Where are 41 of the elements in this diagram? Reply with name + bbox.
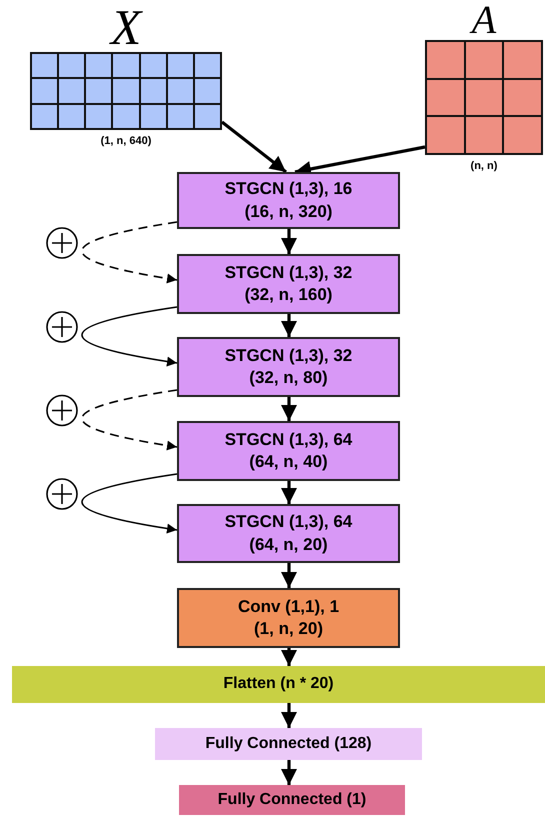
shape-label: (n, n) xyxy=(470,160,498,172)
layer-band xyxy=(155,728,422,760)
matrix-symbol: A xyxy=(472,4,496,40)
layer-band xyxy=(179,785,405,815)
layer-label: STGCN (1,3), 32 xyxy=(224,262,352,284)
layer-band xyxy=(12,666,545,703)
arrow xyxy=(82,221,178,284)
arrow xyxy=(221,120,287,174)
layer-label: Conv (1,1), 1 xyxy=(238,596,340,618)
layer-label: (32, n, 160) xyxy=(244,284,332,306)
layer-box xyxy=(177,504,400,563)
arrow xyxy=(281,648,297,666)
layer-box xyxy=(177,421,400,481)
arrow xyxy=(281,229,297,254)
arrow xyxy=(281,314,297,337)
arrow xyxy=(281,703,297,728)
arrow xyxy=(82,306,178,366)
layer-label: STGCN (1,3), 16 xyxy=(224,178,352,200)
arrow xyxy=(281,563,297,588)
layer-label: Fully Connected (128) xyxy=(205,734,372,754)
layer-label: Fully Connected (1) xyxy=(218,790,366,810)
arrow xyxy=(82,389,178,450)
layer-box xyxy=(177,588,400,648)
layer-label: Flatten (n * 20) xyxy=(223,674,334,694)
matrix-symbol: X xyxy=(110,6,142,52)
layer-label: (1, n, 20) xyxy=(254,618,323,640)
layer-label: (64, n, 40) xyxy=(249,451,328,473)
arrow xyxy=(82,473,178,534)
layer-label: STGCN (1,3), 64 xyxy=(224,511,352,534)
layer-label: (16, n, 320) xyxy=(244,200,332,222)
layer-box xyxy=(177,172,400,229)
arrow xyxy=(281,397,297,421)
layer-label: (32, n, 80) xyxy=(249,367,328,389)
arrow xyxy=(281,760,297,785)
arrow xyxy=(281,481,297,504)
layer-box xyxy=(177,254,400,314)
layer-label: STGCN (1,3), 64 xyxy=(224,428,352,451)
layer-label: (64, n, 20) xyxy=(249,534,328,556)
shape-label: (1, n, 640) xyxy=(100,135,152,147)
layer-box xyxy=(177,337,400,397)
layer-label: STGCN (1,3), 32 xyxy=(224,344,352,367)
